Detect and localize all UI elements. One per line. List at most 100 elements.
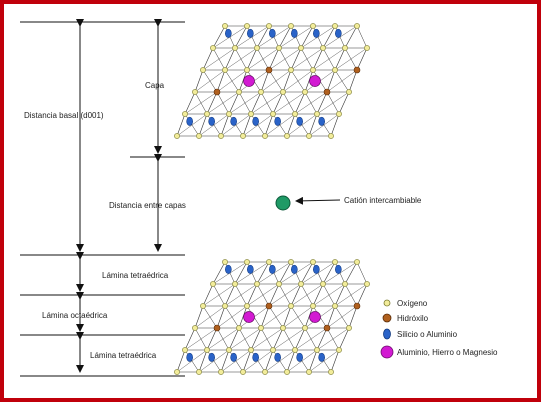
lattice-edge (260, 305, 270, 329)
lattice-edge (334, 47, 346, 71)
silicon-atom (186, 352, 193, 362)
oxygen-atom (232, 45, 238, 51)
lattice-edge (316, 91, 350, 115)
legend-silicio-label: Silicio o Aluminio (397, 330, 458, 339)
oxygen-atom (332, 67, 338, 73)
label-capa: Capa (145, 81, 165, 90)
cation (275, 195, 341, 211)
oxygen-atom (200, 303, 206, 309)
lattice-edge (282, 305, 292, 329)
lattice-edge (184, 91, 218, 115)
oxygen-atom (328, 369, 334, 375)
lattice-edge (194, 305, 226, 329)
oxygen-atom (280, 89, 286, 95)
lattice-edge (220, 113, 252, 137)
lattice-edge (260, 69, 270, 93)
lattice-edge (224, 47, 258, 71)
lattice-edge (198, 349, 230, 373)
oxygen-atom (332, 303, 338, 309)
label-distancia-entre-capas: Distancia entre capas (109, 201, 186, 210)
oxygen-atom (364, 281, 370, 287)
oxygen-atom (332, 23, 338, 29)
oxygen-atom (222, 23, 228, 29)
hydroxyl-atom (213, 324, 221, 332)
lattice-edge (256, 261, 270, 285)
lattice-edge (264, 113, 296, 137)
lattice-edge (356, 283, 368, 307)
octahedral-cation (243, 311, 255, 323)
cation-dot (275, 195, 291, 211)
lattice-edge (250, 327, 262, 351)
oxygen-atom (196, 369, 202, 375)
hydroxyl-atom (353, 302, 361, 310)
silicon-atom (313, 28, 320, 38)
lattice-edge (184, 91, 196, 115)
oxygen-atom (244, 67, 250, 73)
lattice-edge (246, 47, 258, 71)
oxygen-atom (288, 23, 294, 29)
oxygen-atom (288, 259, 294, 265)
lattice-edge (286, 349, 318, 373)
lattice-edge (238, 69, 248, 93)
lattice-edge (246, 283, 280, 307)
oxygen-atom (292, 111, 298, 117)
lattice-edge (264, 349, 274, 373)
legend-aluminio-marker (380, 345, 394, 359)
silicon-atom (318, 352, 325, 362)
oxygen-atom (284, 369, 290, 375)
legend: Oxígeno Hidróxilo Silicio o Aluminio Alu… (380, 299, 498, 359)
lattice-edge (356, 47, 368, 71)
lattice-edge (282, 69, 292, 93)
oxygen-atom (222, 259, 228, 265)
silicon-atom (335, 28, 342, 38)
lattice-edge (220, 113, 230, 137)
lattice-edge (330, 349, 340, 373)
oxygen-atom (182, 347, 188, 353)
lattice-edge (268, 283, 302, 307)
lattice-edge (330, 113, 340, 137)
lattice-edge (220, 349, 230, 373)
lattice-edge (242, 113, 274, 137)
silicon-atom (186, 116, 193, 126)
lattice-edge (216, 69, 248, 93)
lattice-edge (316, 327, 350, 351)
lattice-edge (344, 25, 358, 49)
oxygen-atom (298, 45, 304, 51)
lattice-edge (304, 305, 314, 329)
lattice-edge (348, 69, 358, 93)
lattice-edge (234, 261, 248, 285)
lattice-edge (294, 327, 306, 351)
oxygen-atom (342, 281, 348, 287)
oxygen-atom (302, 325, 308, 331)
silicon-atom (252, 116, 259, 126)
oxygen-atom (200, 67, 206, 73)
lattice-edge (308, 349, 318, 373)
oxygen-atom (332, 259, 338, 265)
lattice-edge (334, 283, 346, 307)
oxygen-atom (354, 259, 360, 265)
lattice-edge (326, 69, 336, 93)
lattice-edge (212, 261, 226, 285)
label-lamina-tetraedrica-top: Lámina tetraédrica (102, 271, 169, 280)
oxygen-atom (310, 259, 316, 265)
lattice-edge (348, 305, 358, 329)
oxygen-atom (306, 369, 312, 375)
lattice-edge (322, 261, 336, 285)
lattice-edge (338, 91, 350, 115)
oxygen-atom (244, 303, 250, 309)
lattice-edge (272, 327, 306, 351)
oxygen-atom (314, 111, 320, 117)
silicon-atom (230, 352, 237, 362)
legend-hidroxilo-label: Hidróxilo (397, 314, 429, 323)
lattice-edge (300, 261, 314, 285)
lattice-edge (198, 349, 208, 373)
silicon-atom (247, 28, 254, 38)
silicon-atom (335, 264, 342, 274)
label-lamina-tetraedrica-bottom: Lámina tetraédrica (90, 351, 157, 360)
lattice-edge (216, 69, 226, 93)
lattice-edge (308, 349, 340, 373)
lattice-edge (242, 113, 252, 137)
hydroxyl-atom (353, 66, 361, 74)
silicon-atom (225, 264, 232, 274)
lattice-edge (216, 305, 248, 329)
